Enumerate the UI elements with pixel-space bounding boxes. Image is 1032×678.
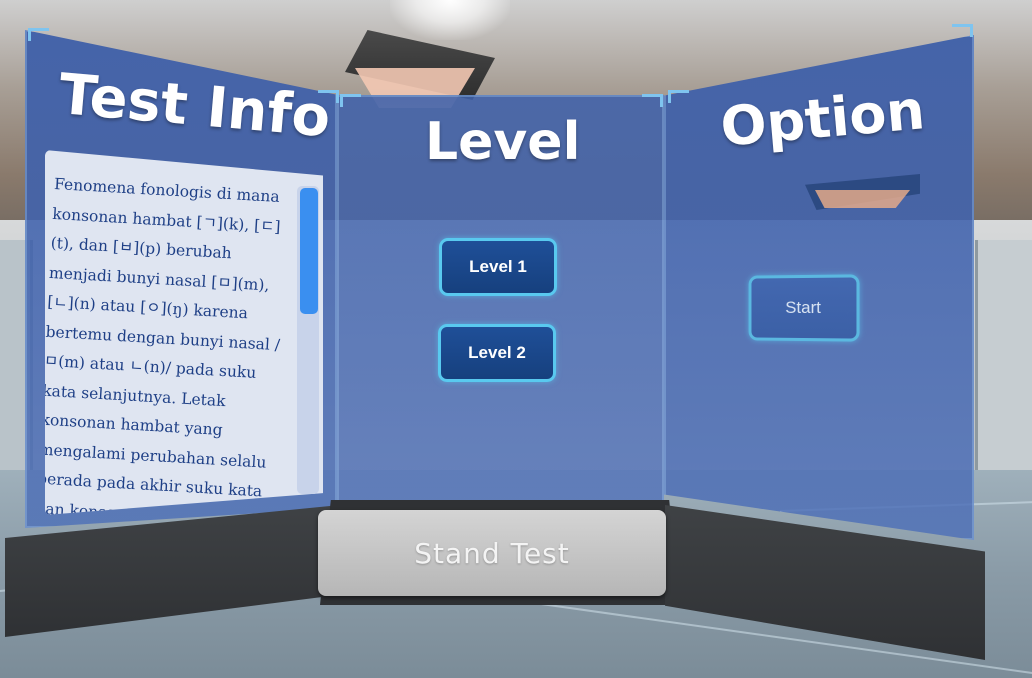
panel-corner-accent — [340, 94, 361, 107]
right-doorway — [975, 240, 1032, 470]
test-info-text: Fenomena fonologis di mana konsonan hamb… — [45, 174, 282, 515]
level-2-button[interactable]: Level 2 — [438, 324, 556, 382]
panel-corner-accent — [318, 90, 339, 103]
level-title: Level — [425, 112, 581, 172]
start-button[interactable]: Start — [748, 274, 860, 342]
ceiling-light — [390, 0, 510, 40]
panel-corner-accent — [952, 24, 973, 37]
level-panel — [337, 95, 664, 507]
reflected-lamp-glow — [815, 190, 910, 208]
panel-corner-accent — [668, 90, 689, 103]
scrollbar-thumb[interactable] — [300, 188, 318, 314]
level-1-button[interactable]: Level 1 — [439, 238, 557, 296]
panel-corner-accent — [642, 94, 663, 107]
stand-test-label: Stand Test — [318, 510, 666, 596]
test-info-scroll-view[interactable]: Fenomena fonologis di mana konsonan hamb… — [45, 150, 323, 515]
panel-corner-accent — [28, 28, 49, 41]
